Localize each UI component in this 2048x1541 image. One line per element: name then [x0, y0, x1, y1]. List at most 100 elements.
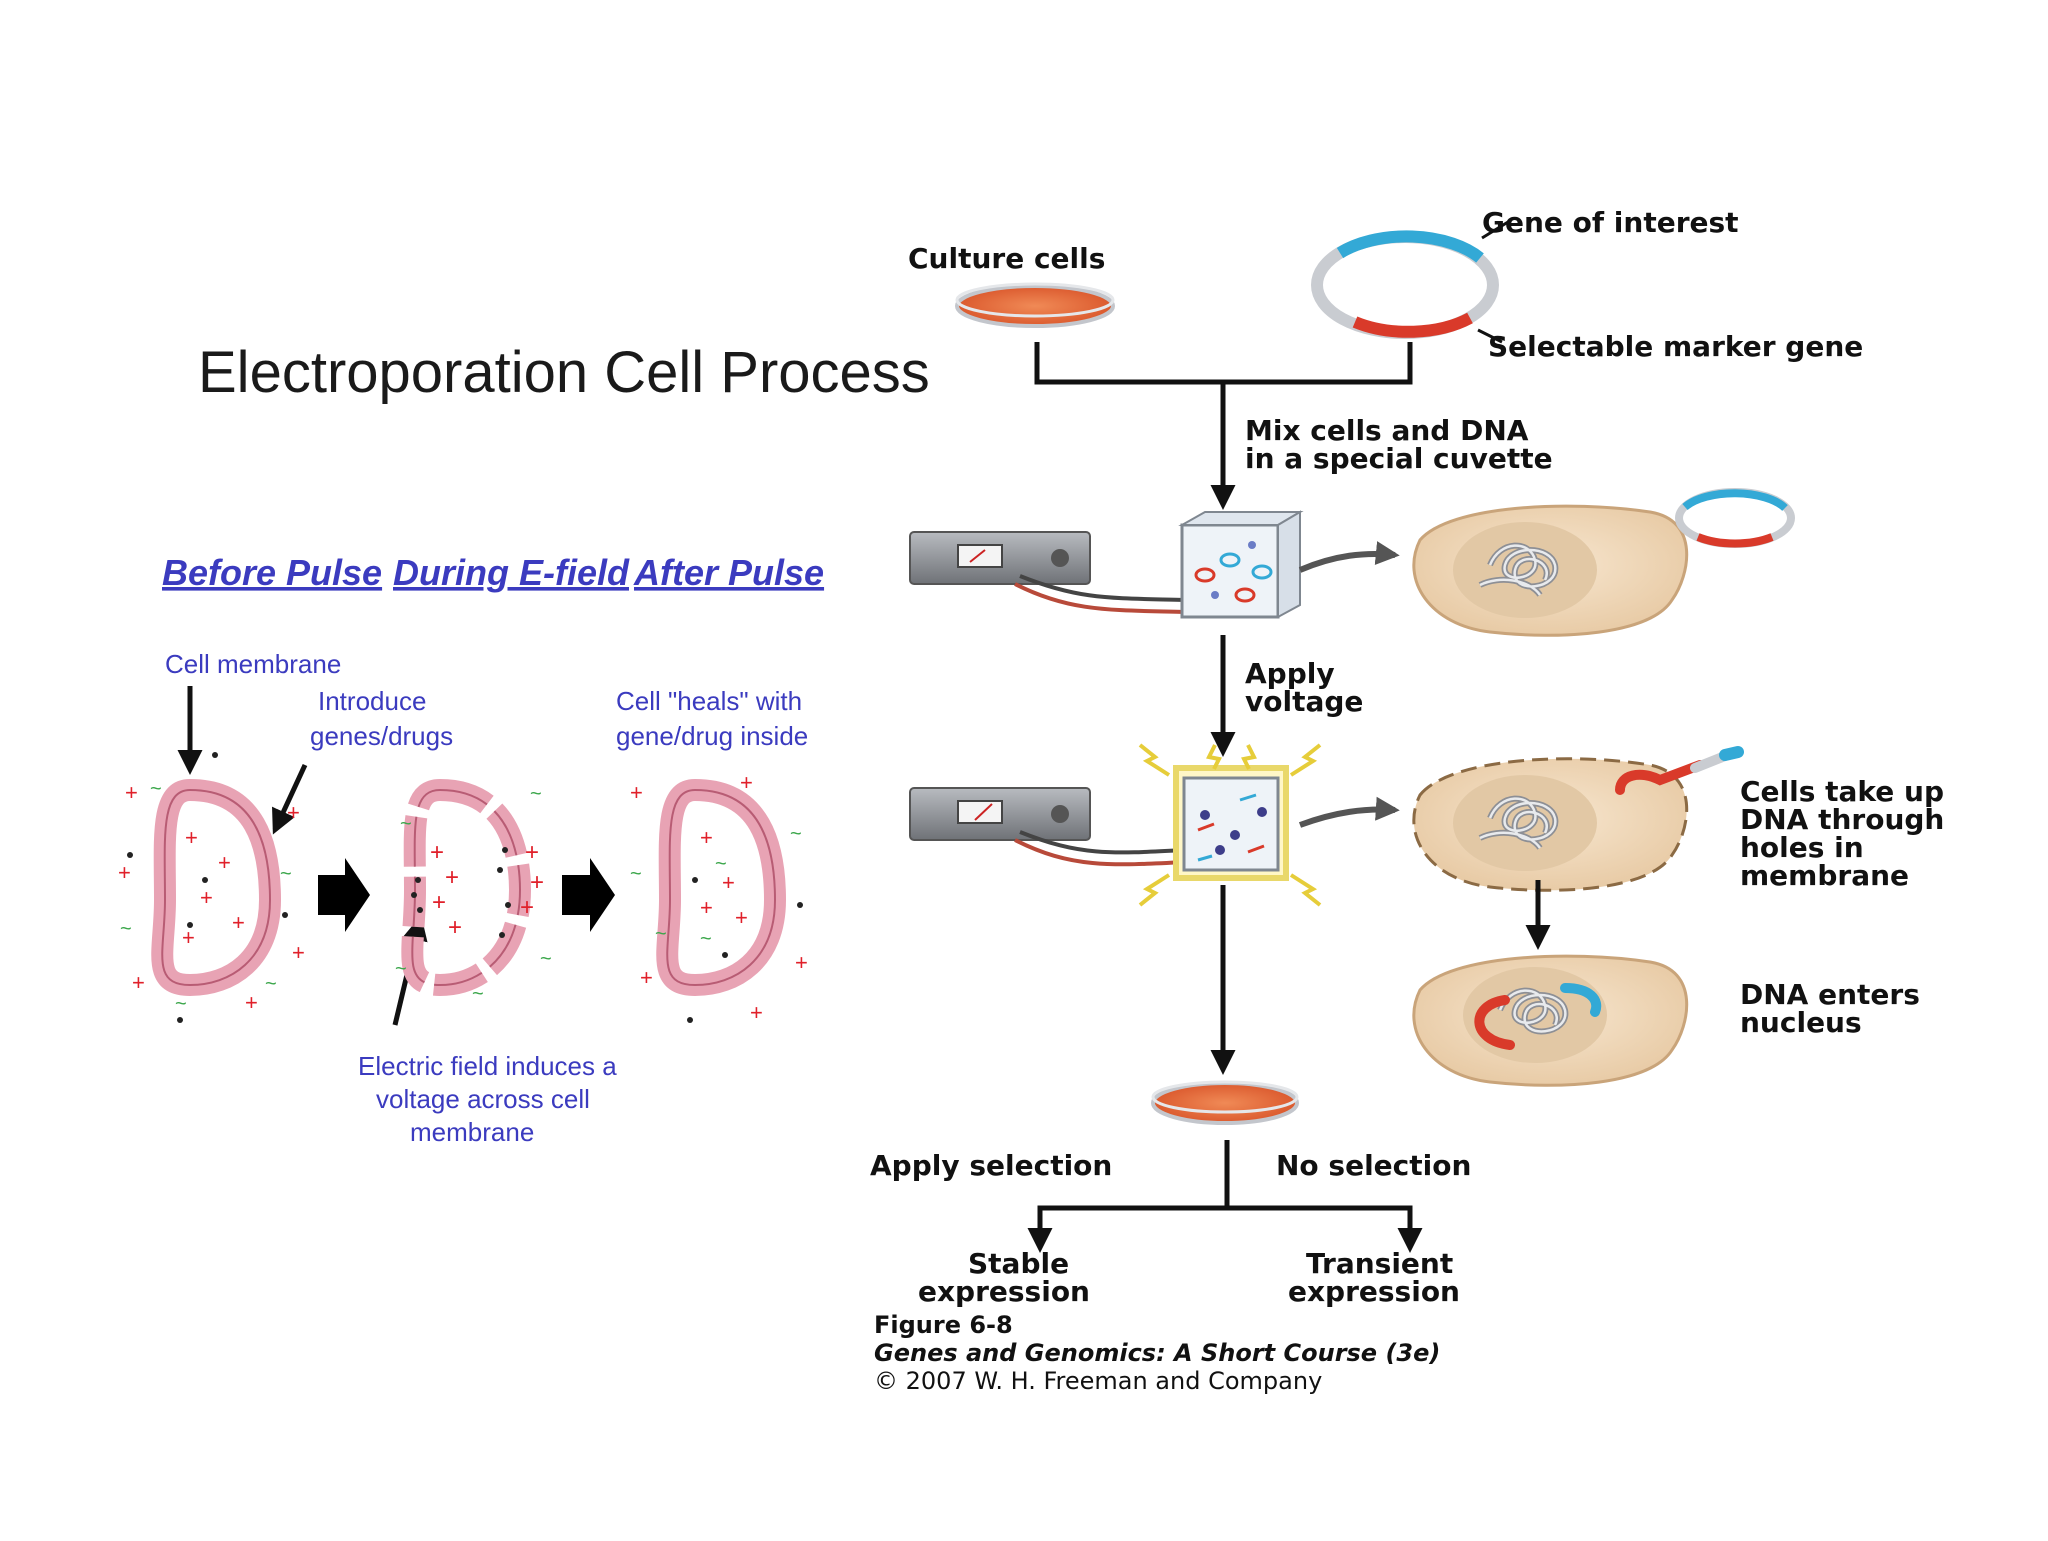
small-plasmid — [1675, 488, 1795, 548]
cuvette-2-charged — [1173, 765, 1289, 881]
label-enters-1: DNA enters — [1740, 978, 1920, 1011]
bottom-dish — [1151, 1080, 1299, 1125]
phase-after-pulse: After Pulse — [633, 552, 824, 593]
cuvette-1 — [1178, 510, 1304, 619]
svg-text:~: ~ — [120, 918, 132, 940]
svg-text:+: + — [292, 940, 305, 965]
cell-taking-up-dna — [1412, 746, 1744, 892]
label-gene-of-interest: Gene of interest — [1482, 206, 1739, 239]
svg-text:~: ~ — [265, 973, 277, 995]
svg-text:~: ~ — [790, 823, 802, 845]
svg-text:+: + — [185, 825, 198, 850]
svg-text:~: ~ — [280, 863, 292, 885]
svg-text:+: + — [520, 894, 534, 921]
label-apply-2: voltage — [1245, 685, 1363, 718]
svg-text:+: + — [432, 889, 446, 916]
left-title: Electroporation Cell Process — [198, 340, 930, 405]
label-efield-3: membrane — [410, 1117, 534, 1147]
label-heals-2: gene/drug inside — [616, 721, 808, 751]
svg-text:~: ~ — [540, 948, 552, 970]
arrow-introduce — [272, 763, 308, 835]
label-take-up-4: membrane — [1740, 859, 1909, 892]
label-transient-1: Transient — [1306, 1247, 1453, 1280]
label-take-up-1: Cells take up — [1740, 775, 1944, 808]
caption-copyright: © 2007 W. H. Freeman and Company — [874, 1367, 1322, 1395]
label-efield-1: Electric field induces a — [358, 1051, 617, 1081]
svg-text:~: ~ — [530, 783, 542, 805]
label-no-selection: No selection — [1276, 1149, 1471, 1182]
label-cell-membrane: Cell membrane — [165, 649, 341, 679]
split-bracket — [1037, 1205, 1413, 1248]
step-arrow-2 — [562, 858, 615, 932]
label-stable-2: expression — [918, 1275, 1090, 1308]
label-culture-cells: Culture cells — [908, 242, 1105, 275]
electroporator-1 — [909, 531, 1186, 614]
culture-dish — [955, 282, 1115, 328]
svg-text:+: + — [182, 925, 195, 950]
label-stable-1: Stable — [968, 1247, 1069, 1280]
svg-text:+: + — [132, 970, 145, 995]
label-heals-1: Cell "heals" with — [616, 686, 802, 716]
label-mix-1: Mix cells and DNA — [1245, 414, 1529, 447]
leader-marker — [1477, 328, 1503, 344]
svg-text:+: + — [700, 825, 713, 850]
svg-text:~: ~ — [700, 928, 712, 950]
svg-text:~: ~ — [655, 923, 667, 945]
svg-text:~: ~ — [630, 863, 642, 885]
label-introduce-1: Introduce — [318, 686, 426, 716]
label-mix-2: in a special cuvette — [1245, 442, 1553, 475]
plasmid — [1311, 230, 1499, 339]
svg-text:~: ~ — [150, 778, 162, 800]
leader-gene — [1481, 220, 1509, 240]
svg-text:+: + — [245, 990, 258, 1015]
label-transient-2: expression — [1288, 1275, 1460, 1308]
svg-text:+: + — [232, 910, 245, 935]
arrow-cuvette-cell-2 — [1298, 796, 1400, 828]
svg-text:+: + — [125, 780, 138, 805]
cell-dna-in-nucleus — [1412, 954, 1689, 1087]
phase-before-pulse: Before Pulse — [162, 552, 382, 593]
svg-text:+: + — [287, 800, 300, 825]
cell-with-plasmid-outside — [1412, 504, 1689, 637]
label-selectable-marker: Selectable marker gene — [1488, 330, 1863, 363]
electroporator-2 — [909, 787, 1186, 867]
lightning-bolts — [1138, 743, 1322, 907]
svg-text:+: + — [445, 864, 459, 891]
cell-during-efield: ++++ +++ ~~~~~ — [395, 778, 552, 1005]
svg-text:+: + — [722, 870, 735, 895]
svg-text:+: + — [750, 1000, 763, 1025]
label-efield-2: voltage across cell — [376, 1084, 590, 1114]
label-take-up-3: holes in — [1740, 831, 1864, 864]
caption-book: Genes and Genomics: A Short Course (3e) — [874, 1339, 1440, 1367]
svg-text:+: + — [795, 950, 808, 975]
svg-text:+: + — [530, 869, 544, 896]
svg-text:~: ~ — [715, 853, 727, 875]
svg-text:+: + — [740, 770, 753, 795]
phase-during-efield: During E-field — [393, 552, 630, 593]
svg-text:+: + — [525, 839, 539, 866]
cell-after-pulse: ++++ +++++ ~~~~~ — [630, 770, 808, 1025]
svg-text:+: + — [735, 905, 748, 930]
svg-text:~: ~ — [400, 813, 412, 835]
label-introduce-2: genes/drugs — [310, 721, 453, 751]
merge-bracket — [1034, 342, 1413, 385]
label-apply-1: Apply — [1245, 657, 1335, 690]
svg-text:~: ~ — [395, 958, 407, 980]
arrow-cuvette-cell-1 — [1298, 541, 1400, 573]
svg-text:+: + — [218, 850, 231, 875]
svg-text:+: + — [448, 914, 462, 941]
svg-text:+: + — [630, 780, 643, 805]
svg-text:+: + — [640, 965, 653, 990]
cell-before-pulse: +++++ ++++++ ~~~~~ — [118, 752, 305, 1023]
svg-text:~: ~ — [472, 983, 484, 1005]
label-take-up-2: DNA through — [1740, 803, 1944, 836]
svg-text:+: + — [200, 885, 213, 910]
step-arrow-1 — [318, 858, 370, 932]
svg-text:+: + — [430, 839, 444, 866]
caption-figure: Figure 6-8 — [874, 1311, 1013, 1339]
label-enters-2: nucleus — [1740, 1006, 1862, 1039]
svg-text:+: + — [118, 860, 131, 885]
svg-text:~: ~ — [175, 993, 187, 1015]
